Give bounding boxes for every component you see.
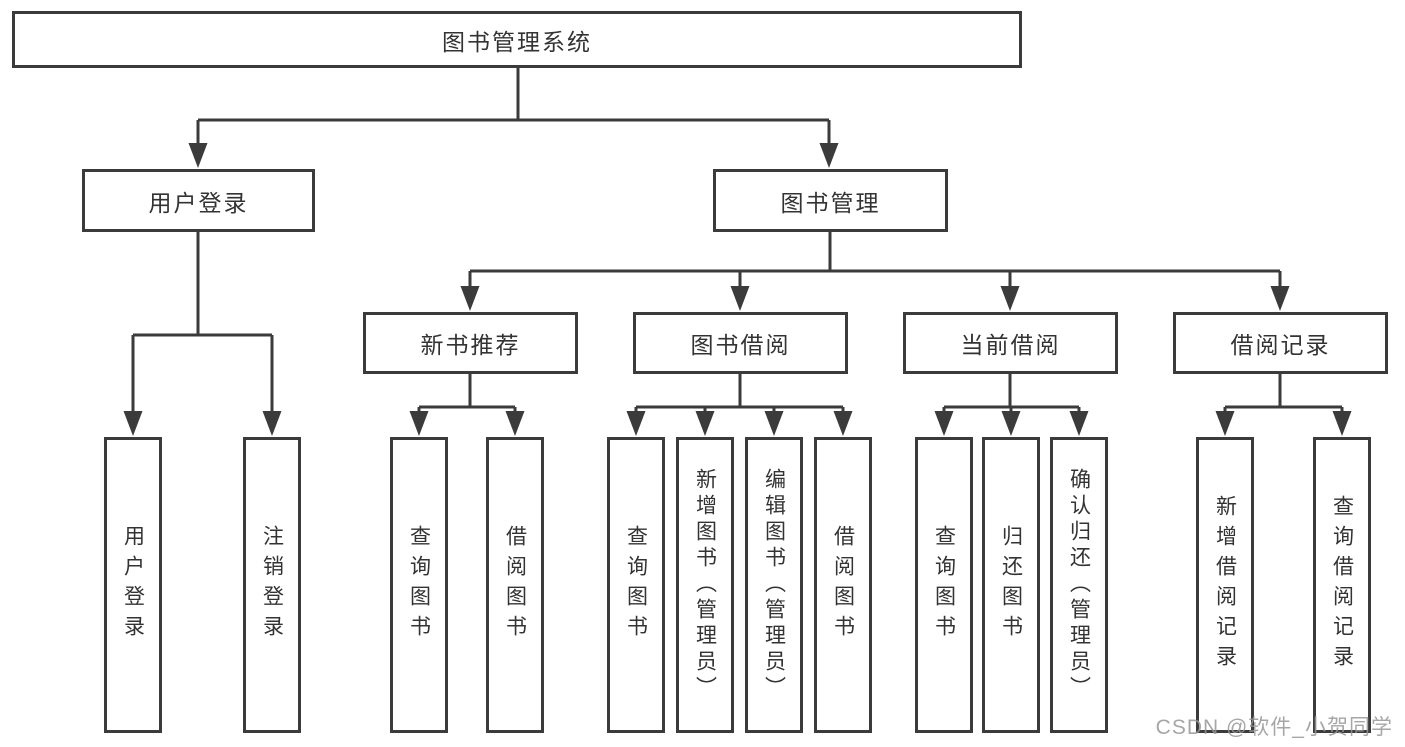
- node-root-system: 图书管理系统: [12, 11, 1022, 68]
- node-new-book-recommend: 新书推荐: [363, 312, 578, 374]
- leaf-current-confirm-return-admin-label: 确认归还（管理员）: [1067, 468, 1091, 702]
- leaf-login-user-login-label: 用户登录: [121, 525, 145, 645]
- node-current-borrowing-label: 当前借阅: [960, 332, 1061, 358]
- leaf-recommend-borrow-books: 借阅图书: [486, 437, 544, 733]
- leaf-borrowing-edit-books-admin: 编辑图书（管理员）: [745, 437, 803, 733]
- leaf-login-logout-label: 注销登录: [260, 525, 284, 645]
- leaf-current-query-books-label: 查询图书: [932, 525, 956, 645]
- node-book-management: 图书管理: [713, 169, 948, 232]
- node-book-management-label: 图书管理: [780, 189, 881, 216]
- leaf-login-logout: 注销登录: [243, 437, 301, 733]
- leaf-current-query-books: 查询图书: [915, 437, 973, 733]
- node-user-login-label: 用户登录: [148, 189, 249, 216]
- leaf-borrowing-add-books-admin: 新增图书（管理员）: [676, 437, 734, 733]
- node-root-label: 图书管理系统: [442, 28, 592, 55]
- node-borrowing-records-label: 借阅记录: [1230, 332, 1331, 358]
- node-book-borrowing: 图书借阅: [633, 312, 848, 374]
- leaf-recommend-borrow-books-label: 借阅图书: [503, 525, 527, 645]
- arrowheads: [123, 143, 1352, 436]
- node-borrowing-records: 借阅记录: [1173, 312, 1388, 374]
- leaf-login-user-login: 用户登录: [104, 437, 162, 733]
- leaf-recommend-query-books-label: 查询图书: [407, 525, 431, 645]
- leaf-records-query-record: 查询借阅记录: [1313, 437, 1371, 733]
- leaf-borrowing-query-books: 查询图书: [607, 437, 665, 733]
- leaf-borrowing-add-books-admin-label: 新增图书（管理员）: [693, 468, 717, 702]
- csdn-watermark: CSDN @软件_小贺同学: [1155, 716, 1393, 739]
- leaf-recommend-query-books: 查询图书: [390, 437, 448, 733]
- leaf-current-return-books-label: 归还图书: [999, 525, 1023, 645]
- leaf-records-query-record-label: 查询借阅记录: [1330, 495, 1354, 675]
- leaf-borrowing-borrow-books-label: 借阅图书: [831, 525, 855, 645]
- node-current-borrowing: 当前借阅: [903, 312, 1118, 374]
- leaf-records-add-record-label: 新增借阅记录: [1213, 495, 1237, 675]
- node-user-login: 用户登录: [82, 169, 315, 232]
- connector-path: [131, 68, 1344, 413]
- leaf-current-return-books: 归还图书: [982, 437, 1040, 733]
- node-new-book-recommend-label: 新书推荐: [420, 332, 521, 358]
- leaf-borrowing-borrow-books: 借阅图书: [814, 437, 872, 733]
- leaf-borrowing-query-books-label: 查询图书: [624, 525, 648, 645]
- node-book-borrowing-label: 图书借阅: [690, 332, 791, 358]
- leaf-current-confirm-return-admin: 确认归还（管理员）: [1050, 437, 1108, 733]
- leaf-borrowing-edit-books-admin-label: 编辑图书（管理员）: [762, 468, 786, 702]
- leaf-records-add-record: 新增借阅记录: [1196, 437, 1254, 733]
